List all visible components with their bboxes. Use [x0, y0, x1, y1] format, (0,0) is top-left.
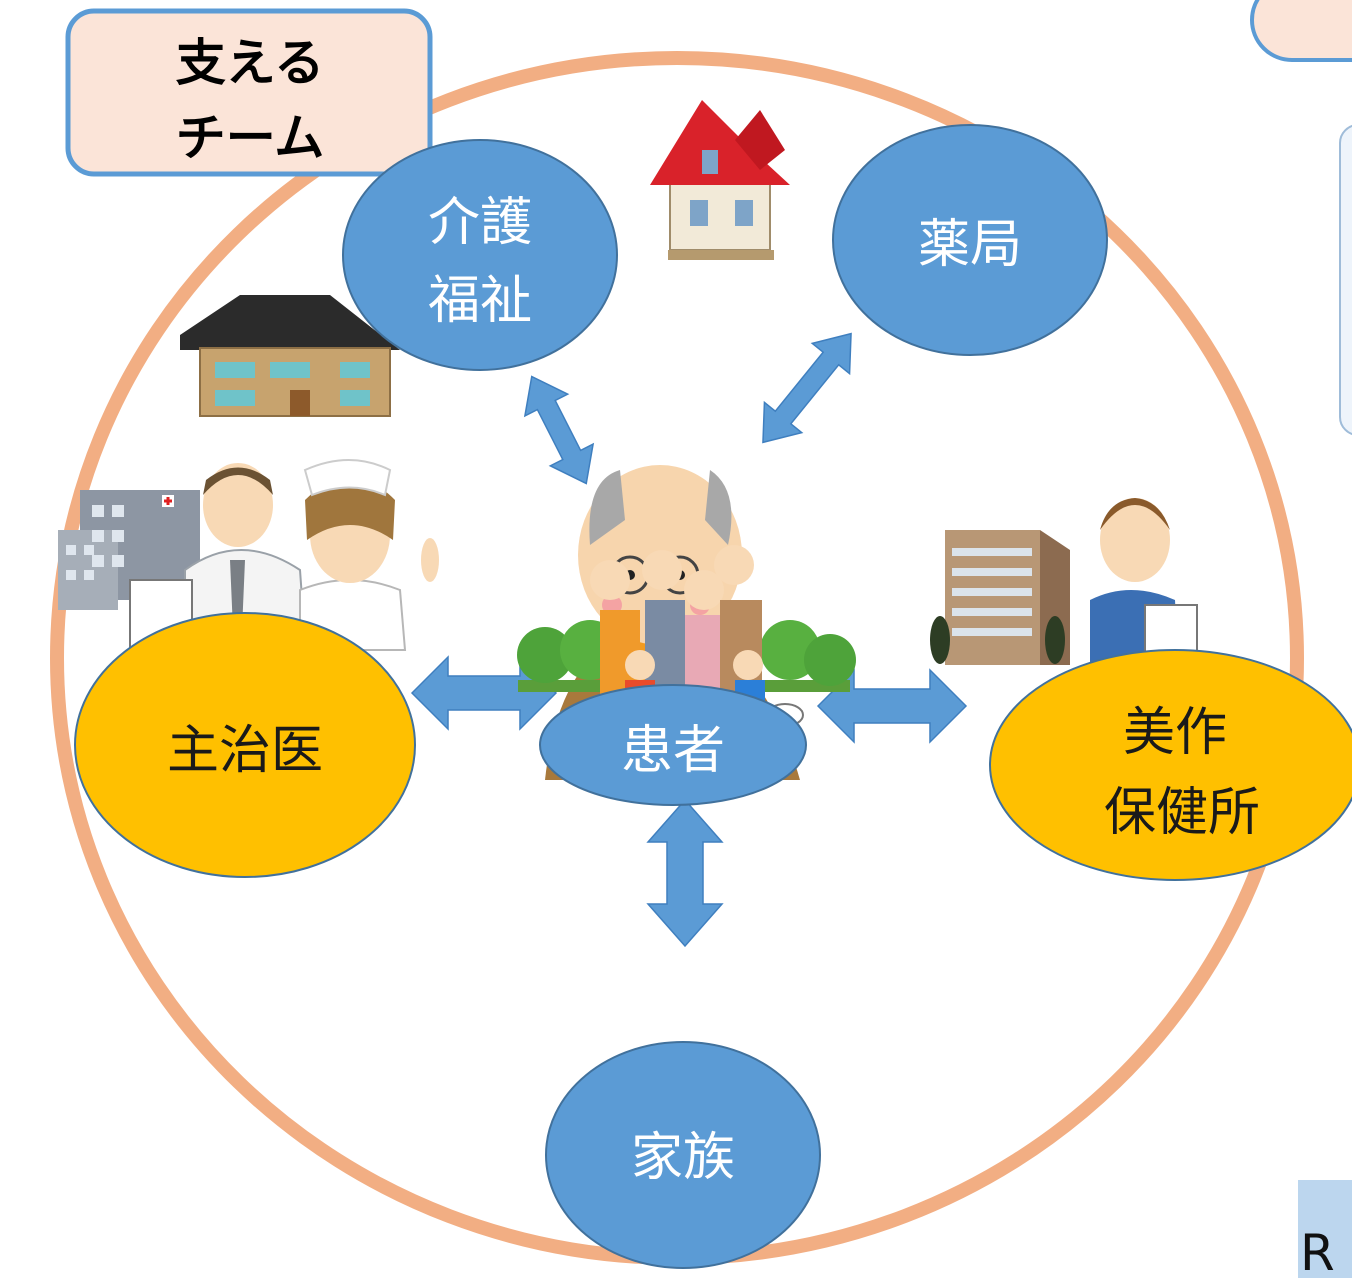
- arrow-kanja-kazoku: [646, 798, 724, 948]
- node-kaigo-line2: 福祉: [428, 271, 532, 331]
- care-facility-icon: [180, 295, 400, 417]
- node-hokenjo: 美作 保健所: [989, 649, 1352, 881]
- node-yakkyoku: 薬局: [832, 124, 1108, 356]
- arrow-kanja-hokenjo: [816, 668, 968, 744]
- node-shujii: 主治医: [74, 612, 416, 878]
- arrow-kaigo-kanja: [523, 375, 595, 485]
- house-icon: [650, 100, 790, 260]
- title-line-1: 支える: [176, 34, 325, 92]
- node-shujii-label: 主治医: [167, 721, 323, 781]
- edge-panel-label: R: [1300, 1224, 1335, 1278]
- node-hokenjo-line1: 美作: [1123, 703, 1227, 763]
- node-yakkyoku-label: 薬局: [918, 215, 1022, 275]
- title-box: [65, 8, 433, 177]
- arrow-yakkyoku-kanja: [762, 332, 852, 444]
- edge-panel-bottom: [1298, 1180, 1352, 1278]
- node-kanja: 患者: [539, 684, 807, 806]
- arrow-shujii-kanja: [410, 655, 558, 731]
- node-kaigo-line1: 介護: [428, 193, 532, 253]
- title-line-2: チーム: [176, 109, 325, 167]
- edge-panel-top: [1250, 0, 1352, 62]
- node-hokenjo-line2: 保健所: [1104, 783, 1260, 843]
- node-kazoku-label: 家族: [631, 1128, 735, 1188]
- node-kazoku: 家族: [545, 1041, 821, 1269]
- node-kaigo: 介護 福祉: [342, 139, 618, 371]
- edge-panel-middle: [1339, 124, 1352, 436]
- node-kanja-label: 患者: [621, 721, 725, 781]
